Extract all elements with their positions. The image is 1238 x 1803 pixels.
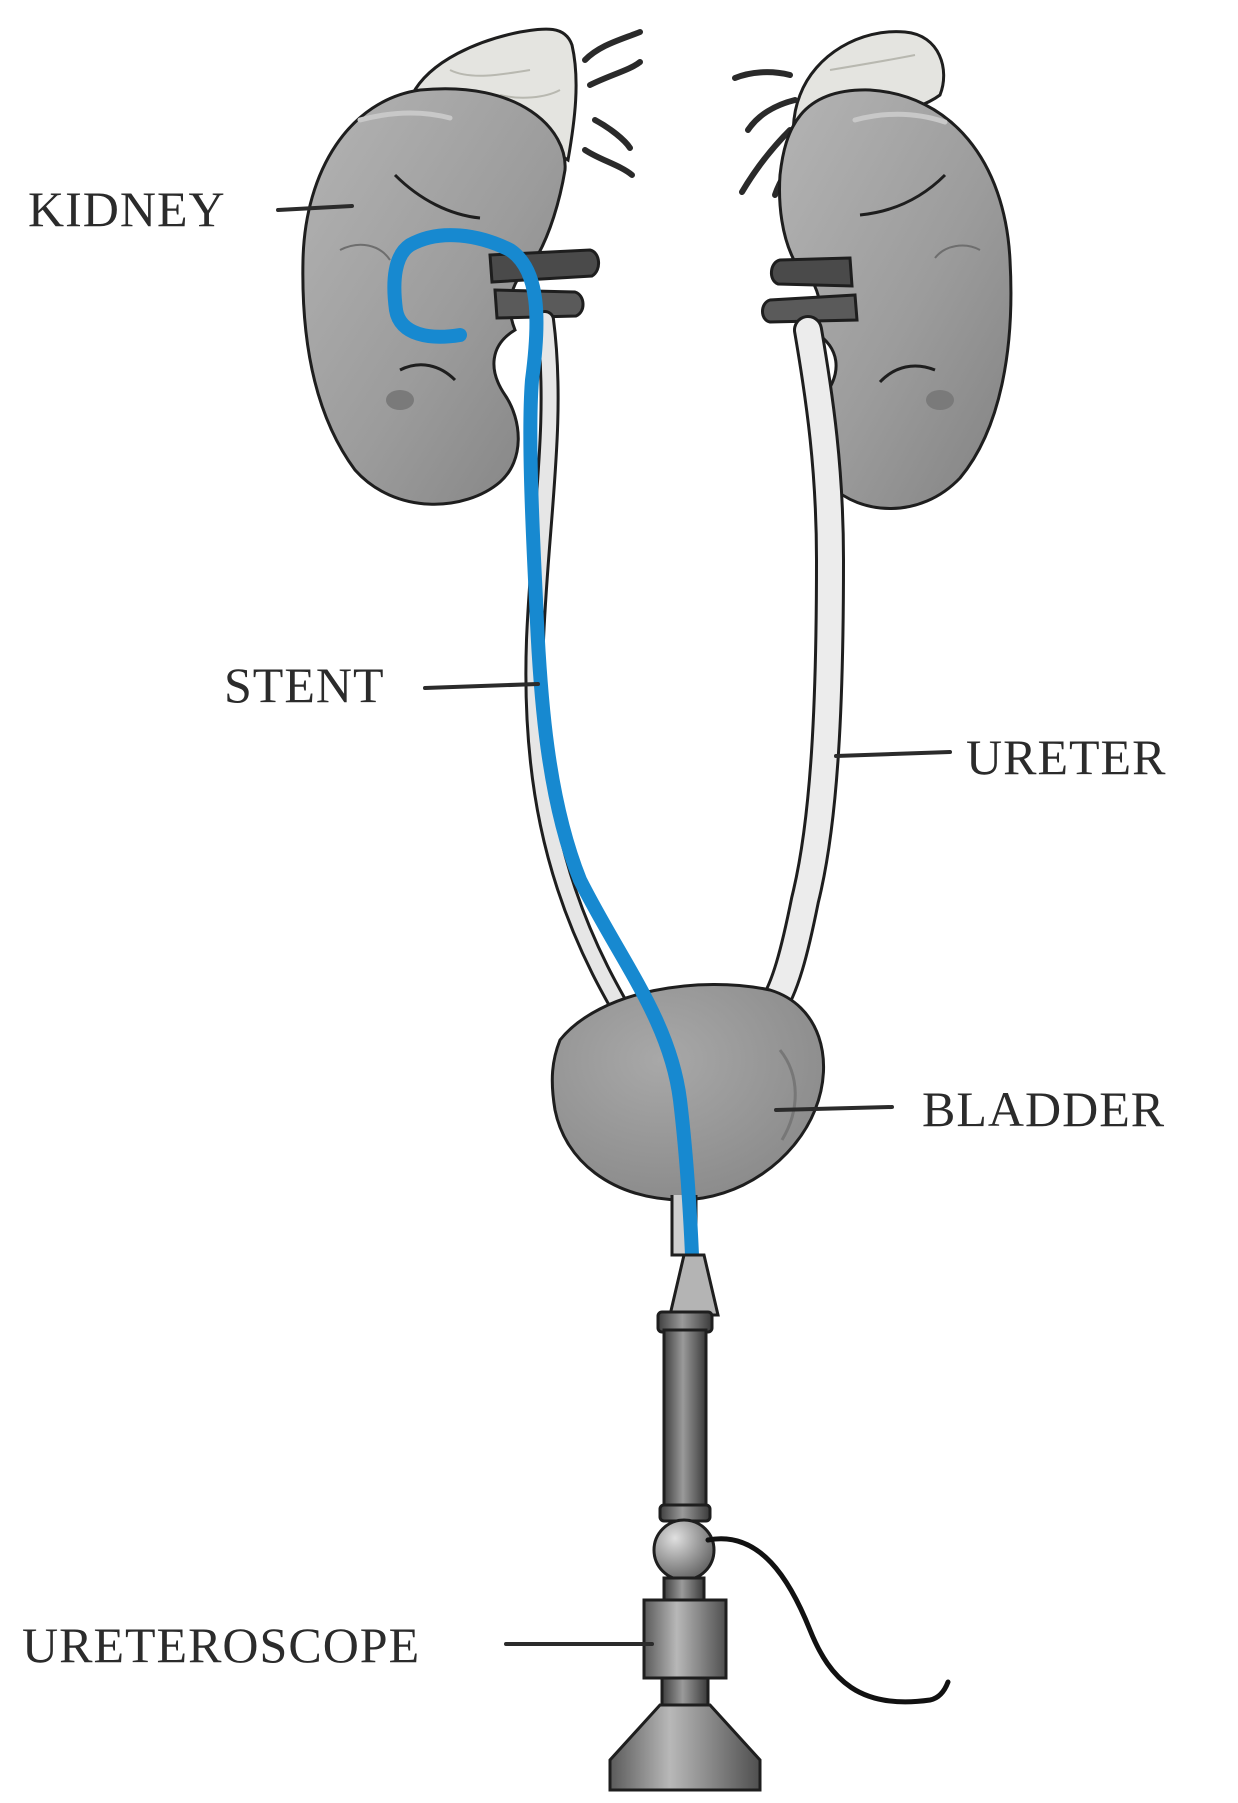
- eyepiece: [608, 1703, 762, 1792]
- ureteroscope: [608, 1253, 951, 1792]
- right-renal-vessels: [761, 256, 859, 324]
- stent-leader: [423, 682, 540, 690]
- right-kidney: [778, 88, 1013, 510]
- bladder-leader: [774, 1105, 894, 1112]
- stent-label: STENT: [224, 657, 385, 713]
- ureter-leader: [834, 750, 952, 758]
- bladder-label: BLADDER: [922, 1081, 1166, 1137]
- kidney-leader: [276, 204, 354, 212]
- bladder: [550, 982, 826, 1202]
- ureteral-stent: [387, 228, 699, 1262]
- leader-lines: [276, 204, 952, 1646]
- light-cable: [705, 1536, 951, 1705]
- left-kidney: [301, 87, 567, 506]
- kidney-label: KIDNEY: [28, 181, 226, 237]
- ureter-label: URETER: [966, 729, 1167, 785]
- left-adrenal-vessels: [582, 29, 643, 178]
- ureteroscope-label: URETEROSCOPE: [22, 1617, 421, 1673]
